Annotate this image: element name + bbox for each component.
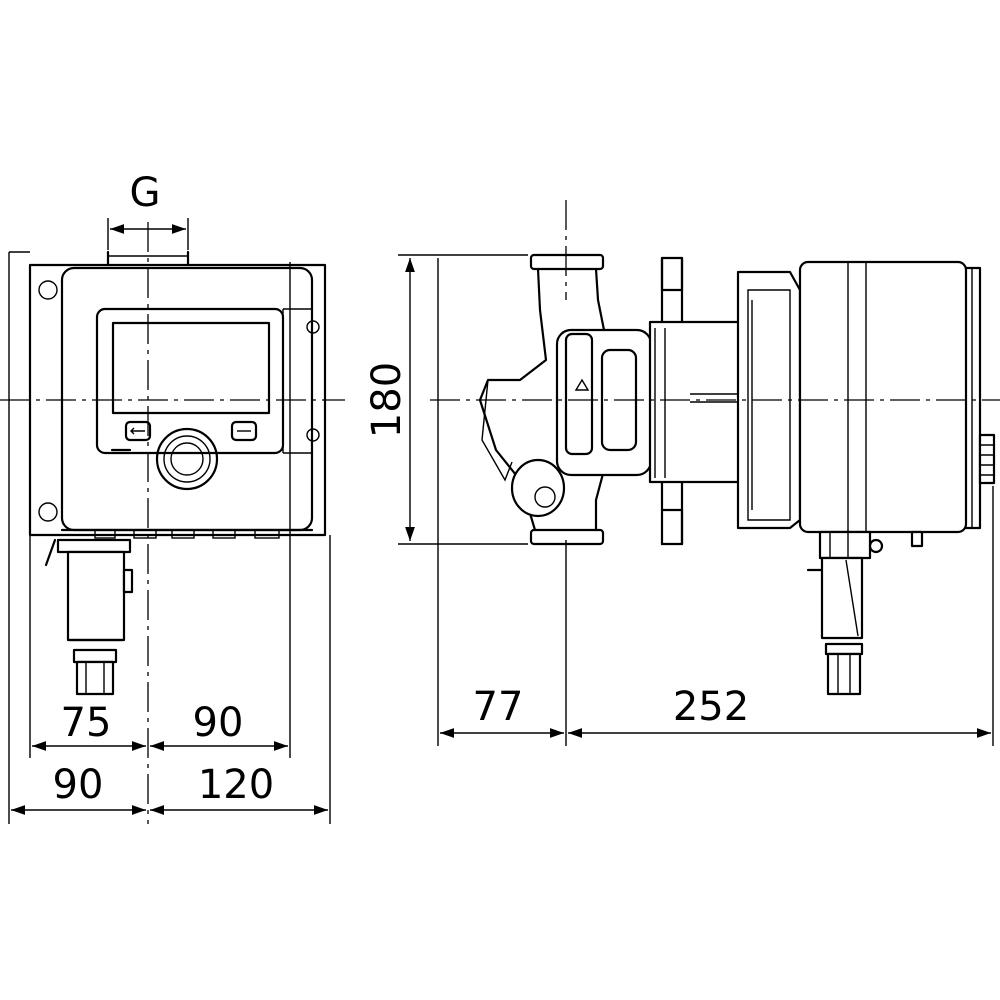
dim-side-height: 180	[364, 362, 410, 438]
dim-side-left: 77	[473, 684, 524, 730]
front-view	[0, 222, 345, 824]
side-view	[430, 200, 1000, 696]
dim-front-inner-left: 75	[61, 700, 112, 746]
dim-front-inner-right: 90	[193, 700, 244, 746]
side-dimensions: 180 77 252	[364, 254, 994, 746]
dim-front-outer-left: 90	[53, 762, 104, 808]
dim-side-right: 252	[673, 684, 749, 730]
thread-size-label: G	[130, 170, 161, 216]
front-dimensions: G 75 90 90 120	[8, 170, 331, 824]
dim-front-outer-right: 120	[198, 762, 274, 808]
